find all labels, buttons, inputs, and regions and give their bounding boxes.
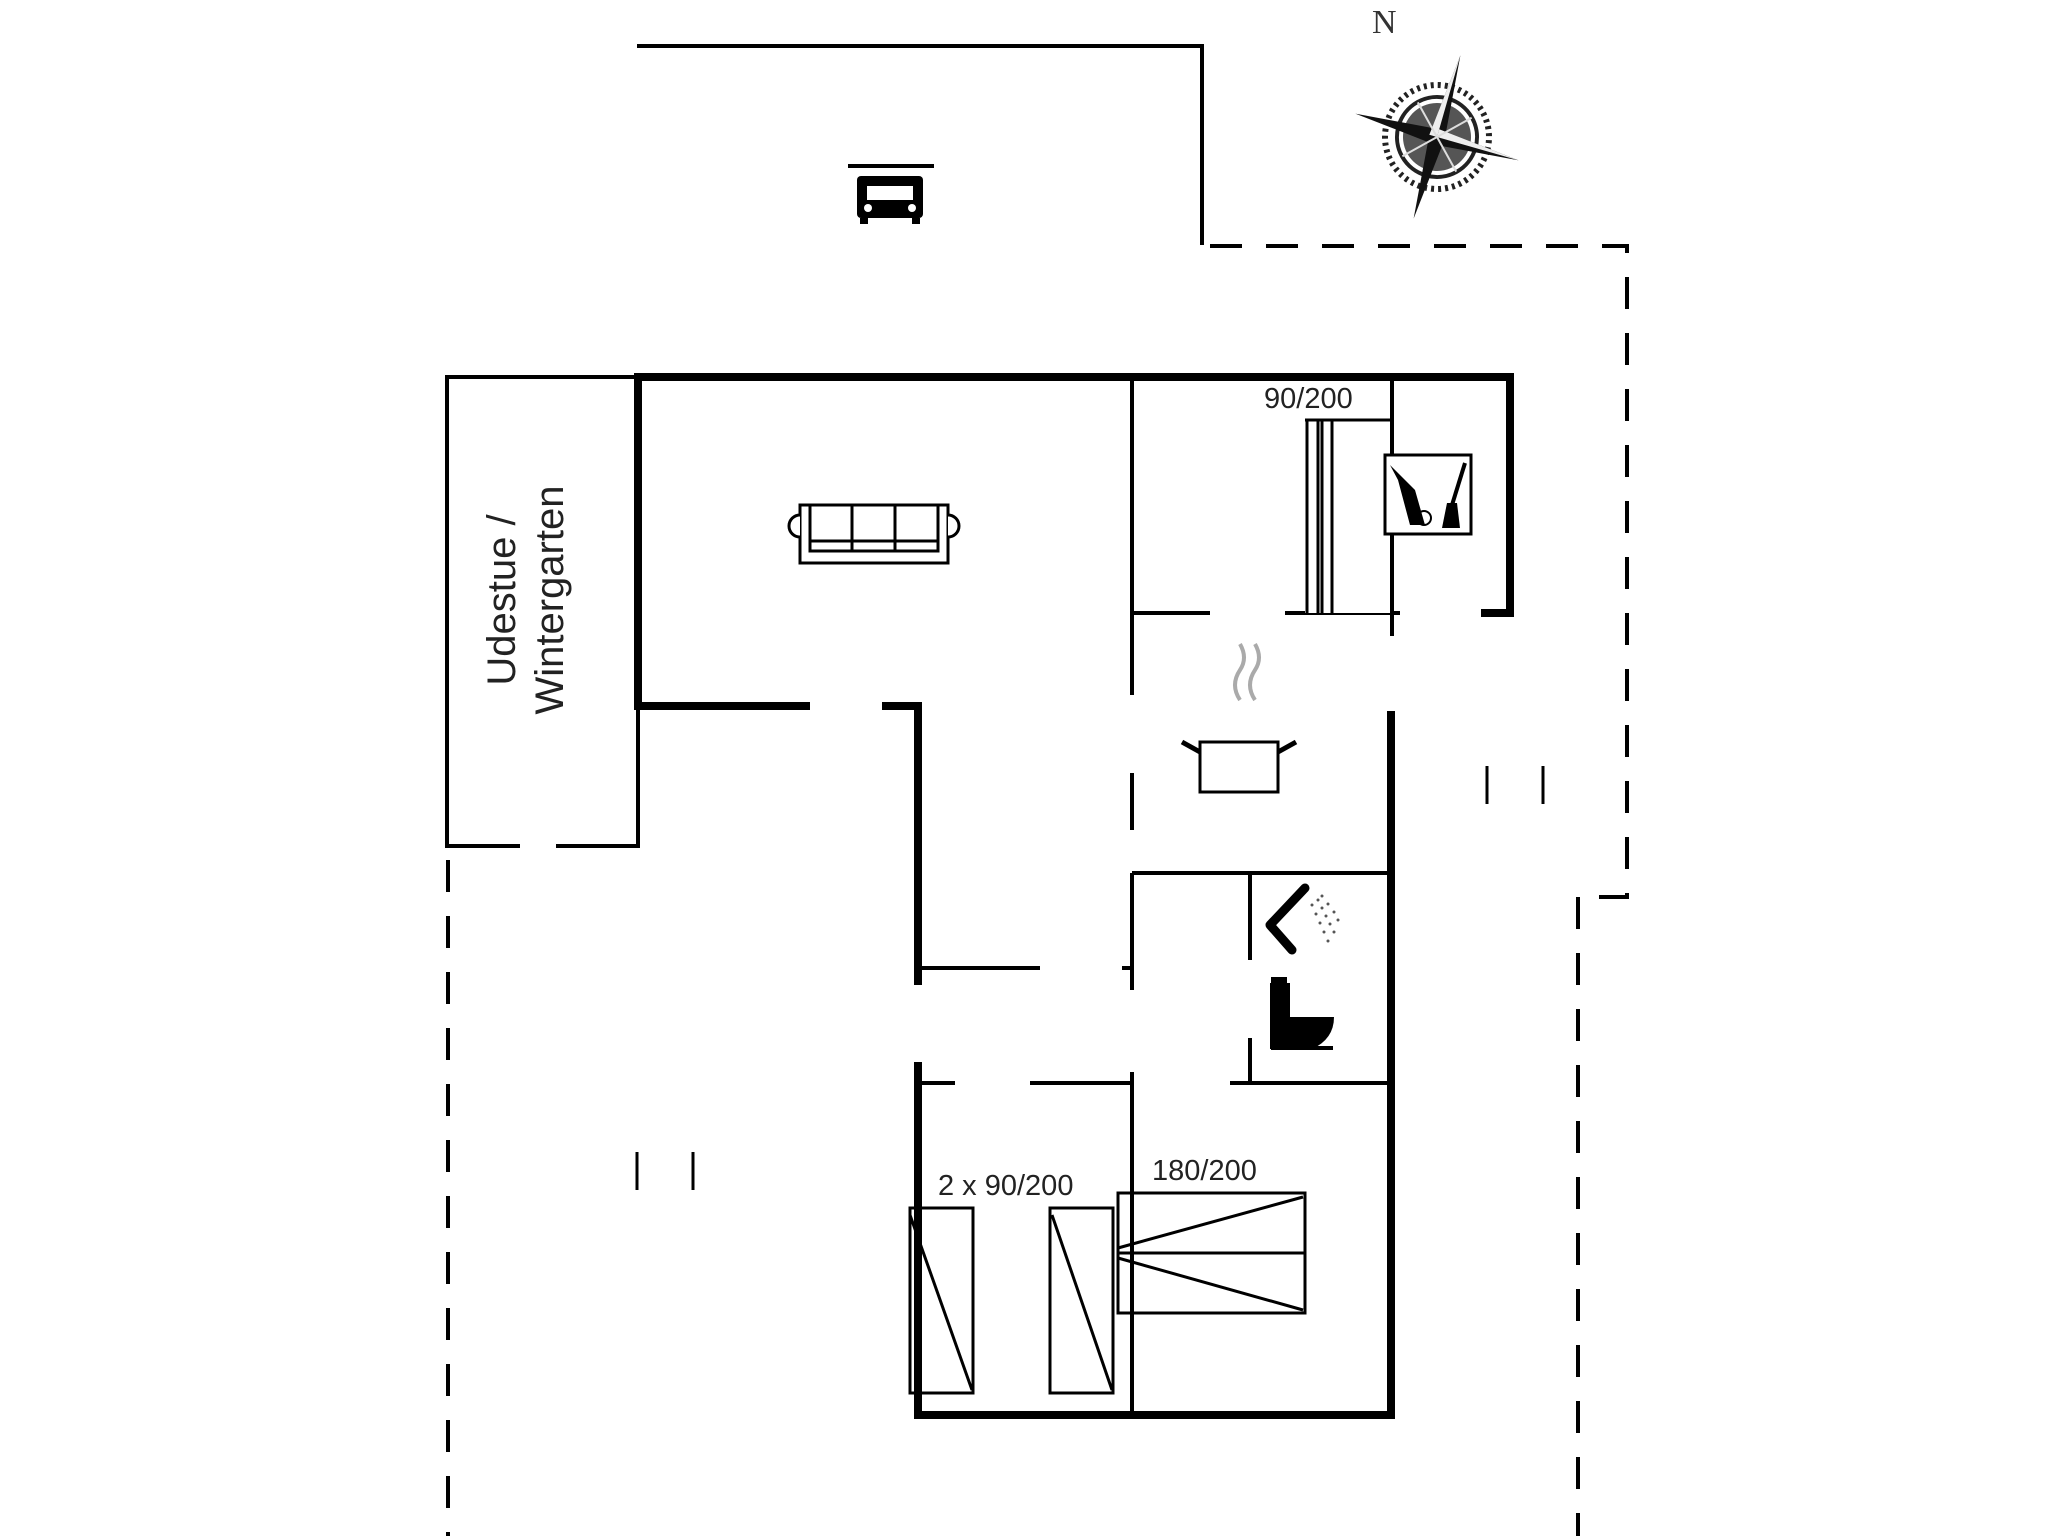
sofa-icon — [787, 503, 961, 565]
double-bed-icon — [1116, 1191, 1307, 1315]
terrace-dashed-outline — [446, 244, 1629, 1536]
north-label: N — [1372, 4, 1397, 41]
conservatory-label-line1: Udestue / — [480, 514, 524, 686]
conservatory-walls — [445, 375, 640, 848]
double-bedroom-bed-label: 180/200 — [1152, 1155, 1257, 1187]
shower-icon — [1265, 883, 1340, 955]
conservatory-door-gap — [520, 840, 556, 852]
bunk-bed-icon — [1305, 418, 1390, 613]
small-bedroom-bed-label: 90/200 — [1262, 383, 1355, 415]
vacuum-broom-icon — [1383, 453, 1473, 536]
twin-bedroom-bed-label: 2 x 90/200 — [938, 1170, 1074, 1202]
car-icon — [848, 164, 934, 224]
compass-rose-icon — [1355, 55, 1519, 219]
toilet-icon — [1270, 977, 1334, 1050]
door-marks — [635, 766, 1545, 1190]
cooking-pot-icon — [1180, 643, 1298, 794]
single-bed-icon — [908, 1206, 1115, 1395]
conservatory-label-line2: Wintergarten — [528, 485, 572, 715]
conservatory-label: Udestue / Wintergarten — [478, 470, 574, 730]
carport-outline — [637, 44, 1204, 245]
